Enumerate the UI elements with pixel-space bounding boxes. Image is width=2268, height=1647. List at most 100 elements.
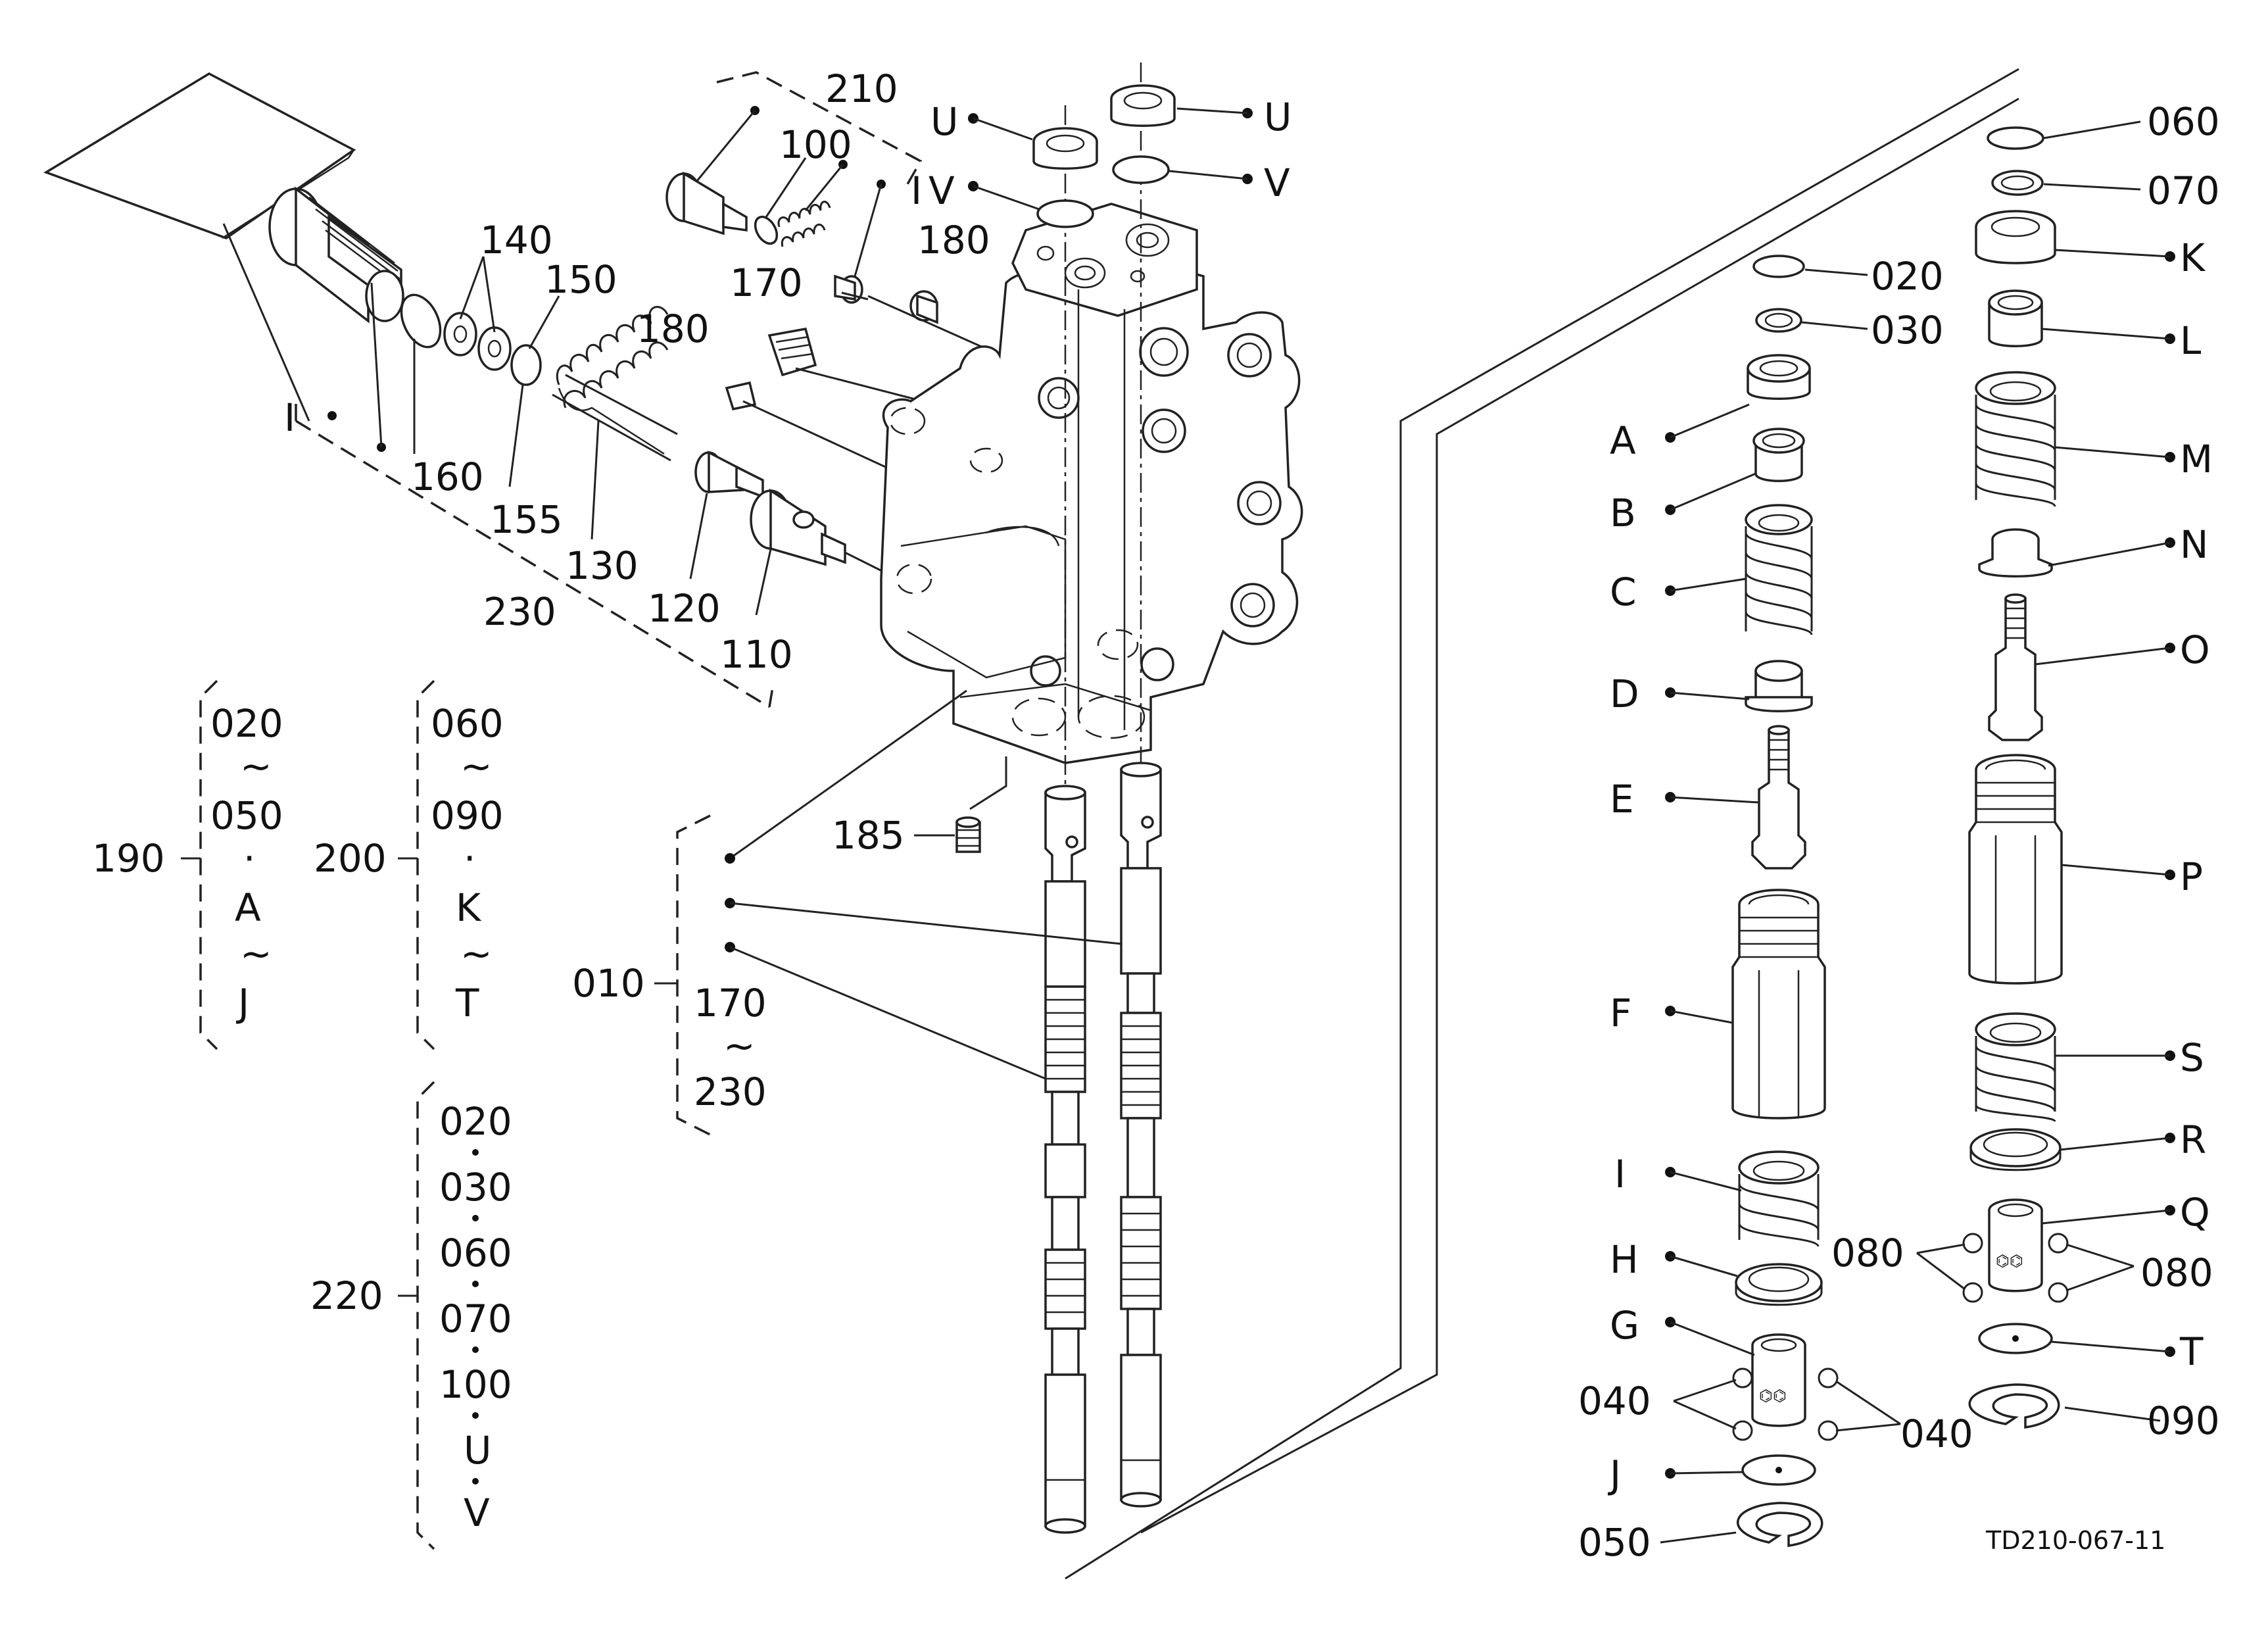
- stem-O: [1988, 593, 2043, 741]
- spring-S: [1975, 1012, 2056, 1123]
- svg-text:V: V: [464, 1490, 490, 1535]
- leader-lines: [327, 106, 2175, 1544]
- pilot-spring: [777, 201, 831, 228]
- retainer-Q: ⌬⌬: [1988, 1198, 2043, 1292]
- svg-text:I: I: [1614, 1152, 1626, 1196]
- svg-text:020: 020: [439, 1099, 512, 1144]
- plug-170: [767, 327, 817, 377]
- svg-text:050: 050: [1578, 1520, 1651, 1565]
- label-155: 155: [490, 497, 563, 542]
- label-i-bar: I: [911, 168, 922, 213]
- label-u-left: U: [930, 99, 958, 144]
- spool-left: [1044, 785, 1086, 1534]
- relief-plug-part: [268, 186, 404, 324]
- svg-text:T: T: [2179, 1329, 2204, 1374]
- snap-ring-050: [1737, 1502, 1823, 1548]
- svg-text:J: J: [1608, 1452, 1621, 1497]
- group-brackets: [181, 679, 711, 1550]
- svg-text:H: H: [1610, 1237, 1639, 1282]
- stem-E: [1751, 725, 1806, 870]
- svg-text:030: 030: [1871, 308, 1944, 353]
- svg-text:T: T: [455, 981, 479, 1025]
- spring-I: [1738, 1150, 1820, 1247]
- svg-text:Q: Q: [2180, 1190, 2210, 1235]
- backup-ring-070: [2000, 175, 2035, 191]
- spring-C: [1745, 504, 1813, 635]
- svg-text:L: L: [2180, 318, 2201, 363]
- ball-040a: [1732, 1367, 1753, 1389]
- svg-text:~: ~: [460, 931, 493, 976]
- o-ring-160: [400, 293, 442, 349]
- manual-sheet-icon: [43, 72, 356, 422]
- ball-080a: [1962, 1233, 1983, 1254]
- ball-040c: [1818, 1367, 1839, 1389]
- relief-valve-parts: [268, 186, 885, 708]
- washer-140a: [443, 312, 477, 356]
- svg-text:060: 060: [439, 1231, 512, 1275]
- label-160: 160: [411, 455, 484, 499]
- sleeve-P: [1968, 754, 2063, 985]
- label-180a: 180: [917, 218, 990, 262]
- drawing-code: TD210-067-11: [1985, 1526, 2165, 1555]
- svg-text:090: 090: [2147, 1398, 2220, 1443]
- svg-text:F: F: [1610, 991, 1631, 1035]
- label-120: 120: [648, 586, 721, 631]
- svg-text:090: 090: [431, 793, 504, 838]
- svg-text:G: G: [1610, 1303, 1639, 1348]
- label-u-right: U: [1264, 95, 1291, 139]
- o-ring-100: [754, 215, 779, 245]
- spring-130-part: [552, 306, 678, 462]
- frame-lines: [1065, 68, 2019, 1580]
- seals-u-v: [1032, 84, 1176, 228]
- o-ring-060: [1987, 126, 2044, 150]
- svg-text:B: B: [1610, 491, 1636, 535]
- svg-text:100: 100: [439, 1362, 512, 1407]
- label-v-left: V: [929, 168, 955, 213]
- snap-ring-090: [1968, 1383, 2060, 1429]
- svg-text:070: 070: [439, 1296, 512, 1341]
- sleeve-F: [1731, 889, 1826, 1119]
- label-010: 010: [572, 961, 645, 1006]
- ball-040d: [1818, 1420, 1839, 1441]
- part-L: [1988, 289, 2043, 347]
- ring-R: [1969, 1128, 2062, 1171]
- svg-text:N: N: [2180, 522, 2208, 567]
- svg-text:080: 080: [2140, 1250, 2213, 1295]
- right-parts-column-1: ⌬⌬: [1731, 255, 1839, 1548]
- svg-text:060: 060: [431, 701, 504, 746]
- part-K: [1975, 210, 2056, 264]
- poppet-120-part: [694, 451, 764, 499]
- svg-text:U: U: [464, 1428, 491, 1473]
- svg-text:~: ~: [240, 931, 272, 976]
- svg-text:020: 020: [1871, 254, 1944, 299]
- svg-text:·: ·: [464, 836, 475, 881]
- label-220: 220: [310, 1273, 383, 1318]
- svg-text:~: ~: [460, 744, 493, 789]
- ball-080c: [2048, 1233, 2069, 1254]
- label-100: 100: [779, 122, 852, 167]
- svg-text:230: 230: [694, 1069, 767, 1114]
- label-150: 150: [544, 257, 617, 302]
- label-180b: 180: [637, 307, 710, 351]
- ring-H: [1735, 1263, 1823, 1306]
- control-valve-body: [729, 62, 1303, 888]
- svg-text:A: A: [235, 885, 261, 930]
- label-210: 210: [825, 66, 898, 111]
- svg-text:A: A: [1610, 418, 1636, 463]
- part-N: [1978, 528, 2053, 578]
- label-140: 140: [480, 218, 553, 262]
- backup-ring-030: [1764, 312, 1793, 328]
- label-185: 185: [832, 813, 905, 858]
- label-170: 170: [730, 260, 803, 305]
- ball-080d: [2048, 1282, 2069, 1303]
- svg-text:E: E: [1610, 777, 1634, 822]
- svg-text:170: 170: [694, 981, 767, 1025]
- svg-text:~: ~: [240, 744, 272, 789]
- svg-text:O: O: [2180, 627, 2210, 672]
- svg-text:K: K: [456, 885, 482, 930]
- svg-text:R: R: [2180, 1118, 2206, 1162]
- group-010-labels: 010 170 ~ 230: [572, 961, 767, 1114]
- svg-text:⌬⌬: ⌬⌬: [1996, 1252, 2023, 1270]
- label-110: 110: [720, 632, 793, 677]
